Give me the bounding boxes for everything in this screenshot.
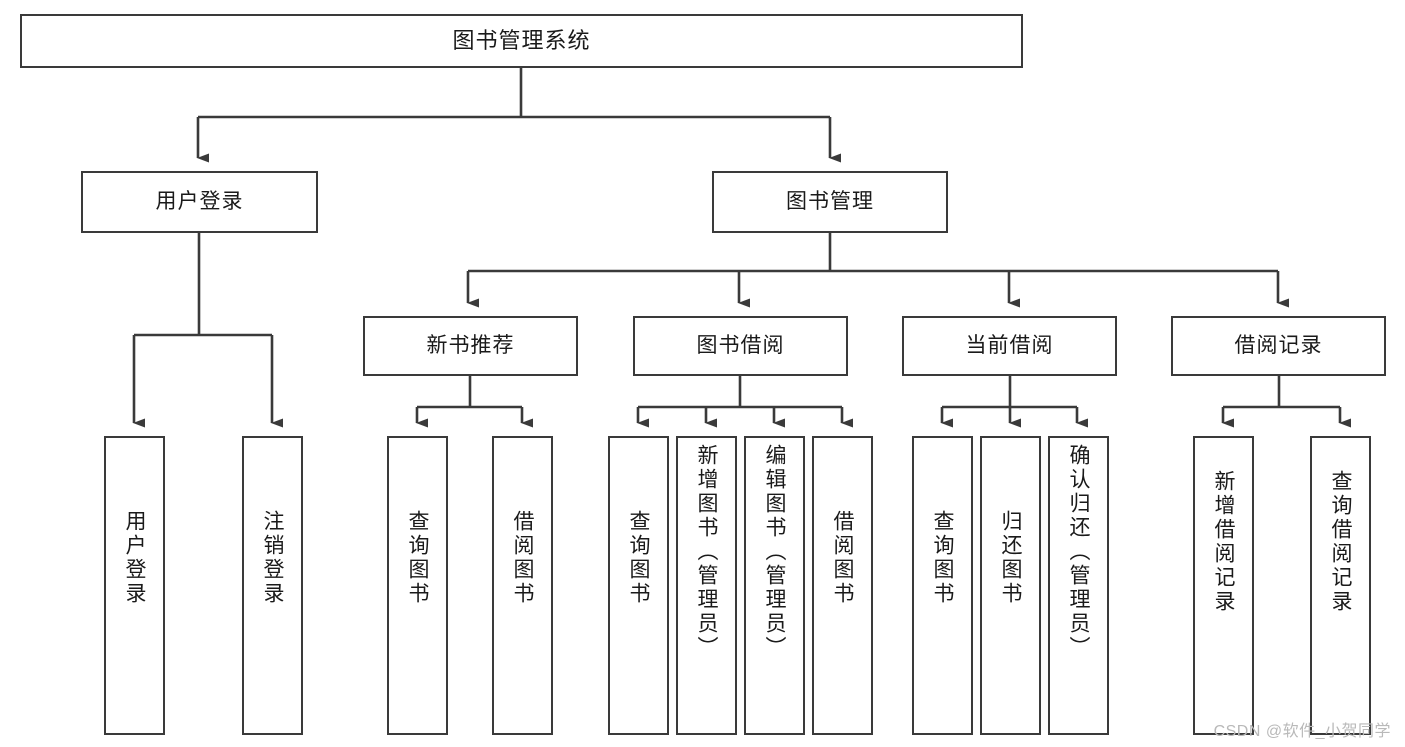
node-borrow-record-label: 借阅记录	[1234, 333, 1323, 357]
node-leaf-add-borrow-record-label: 新增借阅记录	[1212, 470, 1235, 614]
node-current-borrow[interactable]: 当前借阅	[902, 316, 1117, 376]
node-leaf-query-book-recommend-label: 查询图书	[406, 510, 429, 606]
node-leaf-edit-book[interactable]: 编辑图书（管理员）	[744, 436, 805, 735]
node-leaf-query-book-borrow-label: 查询图书	[627, 510, 650, 606]
node-leaf-return-book-label: 归还图书	[999, 510, 1022, 606]
node-leaf-query-book-current-label: 查询图书	[931, 510, 954, 606]
node-borrow-record[interactable]: 借阅记录	[1171, 316, 1386, 376]
node-leaf-confirm-return-label: 确认归还（管理员）	[1067, 444, 1090, 660]
node-leaf-user-login-label: 用户登录	[123, 510, 146, 606]
node-leaf-borrow-book-recommend[interactable]: 借阅图书	[492, 436, 553, 735]
node-leaf-edit-book-label: 编辑图书（管理员）	[763, 444, 786, 660]
node-leaf-query-book-borrow[interactable]: 查询图书	[608, 436, 669, 735]
node-root[interactable]: 图书管理系统	[20, 14, 1023, 68]
node-leaf-query-borrow-record[interactable]: 查询借阅记录	[1310, 436, 1371, 735]
node-root-label: 图书管理系统	[452, 28, 591, 54]
node-book-borrow-label: 图书借阅	[696, 333, 785, 357]
node-new-book-recommend[interactable]: 新书推荐	[363, 316, 578, 376]
node-leaf-add-borrow-record[interactable]: 新增借阅记录	[1193, 436, 1254, 735]
node-leaf-query-borrow-record-label: 查询借阅记录	[1329, 470, 1352, 614]
node-leaf-return-book[interactable]: 归还图书	[980, 436, 1041, 735]
node-leaf-borrow-book-recommend-label: 借阅图书	[511, 510, 534, 606]
node-book-manage-label: 图书管理	[786, 189, 874, 213]
node-leaf-add-book[interactable]: 新增图书（管理员）	[676, 436, 737, 735]
node-user-login[interactable]: 用户登录	[81, 171, 318, 233]
watermark-text: CSDN @软件_小贺同学	[1213, 723, 1391, 740]
node-leaf-confirm-return[interactable]: 确认归还（管理员）	[1048, 436, 1109, 735]
node-leaf-query-book-recommend[interactable]: 查询图书	[387, 436, 448, 735]
node-current-borrow-label: 当前借阅	[965, 333, 1054, 357]
node-leaf-borrow-book[interactable]: 借阅图书	[812, 436, 873, 735]
node-book-borrow[interactable]: 图书借阅	[633, 316, 848, 376]
node-leaf-borrow-book-label: 借阅图书	[831, 510, 854, 606]
node-book-manage[interactable]: 图书管理	[712, 171, 948, 233]
node-user-login-label: 用户登录	[155, 189, 244, 213]
node-leaf-query-book-current[interactable]: 查询图书	[912, 436, 973, 735]
node-new-book-recommend-label: 新书推荐	[426, 333, 515, 357]
node-leaf-user-logout-label: 注销登录	[261, 510, 284, 606]
node-leaf-add-book-label: 新增图书（管理员）	[695, 444, 718, 660]
node-leaf-user-login[interactable]: 用户登录	[104, 436, 165, 735]
node-leaf-user-logout[interactable]: 注销登录	[242, 436, 303, 735]
